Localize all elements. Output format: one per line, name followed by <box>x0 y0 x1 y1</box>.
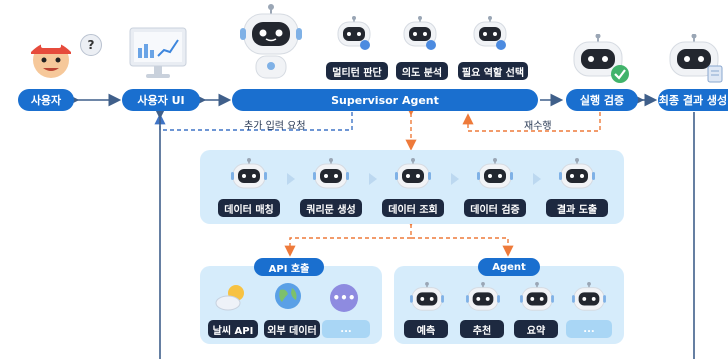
robot-icon-multiturn <box>336 16 372 52</box>
user-avatar-icon <box>25 30 77 82</box>
supervisor-robot-icon <box>240 4 302 84</box>
edge-branch-api <box>284 237 411 257</box>
api-item-external[interactable]: 외부 데이터 <box>264 320 320 338</box>
agent-group-title: Agent <box>478 258 540 276</box>
user-ui-node[interactable]: 사용자 UI <box>122 89 200 111</box>
rerun-label: 재수행 <box>524 121 552 132</box>
monitor-icon <box>128 24 188 84</box>
agent-item-3[interactable]: 요약 <box>514 320 558 338</box>
question-bubble: ? <box>80 34 102 56</box>
final-robot-icon <box>668 34 724 84</box>
pipeline-step-5[interactable]: 결과 도출 <box>546 199 608 217</box>
pipeline-step-4[interactable]: 데이터 검증 <box>464 199 526 217</box>
extra-input-label: 추가 입력 요청 <box>244 121 306 132</box>
task-multiturn-label: 멀티턴 판단 <box>326 62 388 80</box>
chevron-right-icon <box>450 172 460 186</box>
chevron-right-icon <box>286 172 296 186</box>
api-group-title: API 호출 <box>254 258 324 276</box>
weather-icon <box>214 283 250 313</box>
agent-item-4[interactable]: ... <box>566 320 612 338</box>
edge-branch-agent <box>411 237 514 257</box>
pipeline-step-1[interactable]: 데이터 매칭 <box>218 199 280 217</box>
verify-node[interactable]: 실행 검증 <box>566 89 638 111</box>
chevron-right-icon <box>368 172 378 186</box>
chevron-right-icon <box>532 172 542 186</box>
verify-robot-icon <box>572 34 630 84</box>
more-bubble-icon: ••• <box>330 284 358 312</box>
question-mark: ? <box>87 38 95 52</box>
pipeline-step-3[interactable]: 데이터 조회 <box>382 199 444 217</box>
task-role-label: 필요 역할 선택 <box>458 62 528 80</box>
user-node[interactable]: 사용자 <box>18 89 74 111</box>
supervisor-agent-node[interactable]: Supervisor Agent <box>232 89 538 111</box>
api-item-weather[interactable]: 날씨 API <box>208 320 258 338</box>
api-item-more[interactable]: ... <box>322 320 370 338</box>
robot-icon-intent <box>402 16 438 52</box>
robot-icon-role <box>472 16 508 52</box>
agent-item-1[interactable]: 예측 <box>404 320 448 338</box>
final-result-node[interactable]: 최종 결과 생성 <box>658 89 728 111</box>
task-intent-label: 의도 분석 <box>396 62 448 80</box>
pipeline-step-2[interactable]: 쿼리문 생성 <box>300 199 362 217</box>
globe-icon <box>272 280 304 312</box>
edge-rerun <box>462 112 601 132</box>
agent-item-2[interactable]: 추천 <box>460 320 504 338</box>
